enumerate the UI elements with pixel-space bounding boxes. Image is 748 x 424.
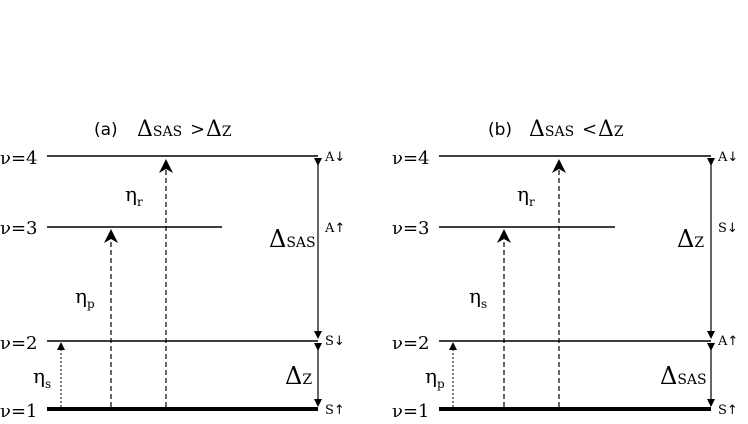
- panel-b-level-label-4: ν=4: [392, 148, 429, 169]
- panel-a-gap-lower-base: Δ: [285, 362, 302, 390]
- panel-b-state-4: A: [717, 150, 728, 165]
- panel-b-gap-upper-label: ΔZ: [677, 225, 704, 253]
- panel-b-level-label-2: ν=2: [392, 333, 429, 354]
- panel-b-state-label-4: A↓: [717, 150, 738, 165]
- panel-a-eta-long-base: η: [125, 182, 137, 206]
- panel-b-gap-upper-base: Δ: [677, 225, 694, 253]
- panel-b: (b) ΔSAS < ΔZ ν=4 ν=3 ν=2 ν=1 ηp ηs ηr: [392, 117, 738, 422]
- panel-b-spin-1: ↑: [727, 403, 738, 418]
- panel-b-level-label-3: ν=3: [392, 218, 429, 239]
- panel-b-state-3: S: [718, 221, 727, 236]
- panel-a-spin-1: ↑: [334, 403, 345, 418]
- panel-a-title-delta-sas: ΔSAS: [137, 117, 182, 142]
- panel-b-gap-upper-sub: Z: [694, 235, 704, 251]
- panel-a-gap-upper-base: Δ: [269, 225, 286, 253]
- panel-a-eta-mid-sub: p: [87, 297, 95, 311]
- panel-a-gap-upper-sub: SAS: [286, 235, 315, 251]
- panel-b-title-delta-z: ΔZ: [598, 117, 624, 142]
- panel-b-spin-4: ↓: [727, 150, 738, 165]
- panel-b-eta-long: ηr: [517, 182, 535, 209]
- panel-a-state-label-4: A↓: [324, 150, 345, 165]
- panel-b-title-relation: <: [582, 119, 597, 140]
- panel-a-title-delta-z: ΔZ: [206, 117, 232, 142]
- panel-a-eta-short-sub: s: [45, 377, 51, 391]
- panel-b-eta-mid-base: η: [469, 284, 481, 308]
- panel-b-state-label-1: S↑: [718, 403, 738, 418]
- panel-a-state-3: A: [324, 221, 335, 236]
- panel-a-state-4: A: [324, 150, 335, 165]
- panel-b-eta-mid: ηs: [469, 284, 487, 311]
- panel-a-state-2: S: [325, 334, 334, 349]
- panel-b-title-delta-symbol: Δ: [529, 117, 545, 142]
- panel-a-level-label-3: ν=3: [0, 218, 37, 239]
- panel-b-state-label-3: S↓: [718, 221, 738, 236]
- panel-a-spin-3: ↑: [334, 221, 345, 236]
- panel-a-state-label-1: S↑: [325, 403, 345, 418]
- panel-b-eta-long-base: η: [517, 182, 529, 206]
- panel-a-eta-long-sub: r: [137, 195, 143, 209]
- panel-a-gap-lower-sub: Z: [302, 372, 312, 388]
- panel-b-state-label-2: A↑: [717, 334, 738, 349]
- panel-b-eta-short: ηp: [425, 364, 445, 391]
- panel-a-gap-upper-label: ΔSAS: [269, 225, 316, 253]
- panel-a-gap-lower-label: ΔZ: [285, 362, 312, 390]
- panel-b-eta-long-sub: r: [529, 195, 535, 209]
- panel-a-eta-short: ηs: [33, 364, 51, 391]
- panel-a-eta-mid: ηp: [75, 284, 95, 311]
- panel-a-eta-long: ηr: [125, 182, 143, 209]
- panel-b-title-z-sub: Z: [614, 124, 624, 140]
- panel-b-gap-lower-label: ΔSAS: [660, 362, 707, 390]
- panel-b-state-2: A: [717, 334, 728, 349]
- panel-b-eta-short-sub: p: [437, 377, 445, 391]
- panel-b-spin-3: ↓: [727, 221, 738, 236]
- panel-b-gap-lower-base: Δ: [660, 362, 677, 390]
- panel-b-title-prefix: (b): [488, 120, 512, 140]
- panel-b-eta-mid-sub: s: [481, 297, 487, 311]
- panel-a-state-1: S: [325, 403, 334, 418]
- panel-a-state-label-3: A↑: [324, 221, 345, 236]
- panel-a-spin-2: ↓: [334, 334, 345, 349]
- panel-a-level-label-2: ν=2: [0, 333, 37, 354]
- panel-a: (a) ΔSAS > ΔZ ν=4 ν=3 ν=2 ν=1 ηs ηp ηr: [0, 117, 345, 422]
- panel-a-title-delta-symbol: Δ: [137, 117, 153, 142]
- panel-a-eta-short-base: η: [33, 364, 45, 388]
- panel-b-level-label-1: ν=1: [392, 401, 429, 422]
- panel-a-spin-4: ↓: [334, 150, 345, 165]
- panel-b-spin-2: ↑: [727, 334, 738, 349]
- panel-a-title-z-sub: Z: [222, 124, 232, 140]
- panel-b-gap-lower-sub: SAS: [677, 372, 706, 388]
- panel-a-title-prefix: (a): [94, 120, 118, 140]
- panel-b-title-delta-symbol-2: Δ: [598, 117, 614, 142]
- panel-a-level-label-4: ν=4: [0, 148, 37, 169]
- panel-b-state-1: S: [718, 403, 727, 418]
- panel-b-title-sas-sub: SAS: [545, 124, 574, 140]
- panel-a-eta-mid-base: η: [75, 284, 87, 308]
- panel-a-title-sas-sub: SAS: [153, 124, 182, 140]
- panel-a-level-label-1: ν=1: [0, 401, 37, 422]
- panel-a-state-label-2: S↓: [325, 334, 345, 349]
- panel-b-title-delta-sas: ΔSAS: [529, 117, 574, 142]
- panel-a-title-delta-symbol-2: Δ: [206, 117, 222, 142]
- panel-a-title-relation: >: [190, 119, 205, 140]
- panel-b-eta-short-base: η: [425, 364, 437, 388]
